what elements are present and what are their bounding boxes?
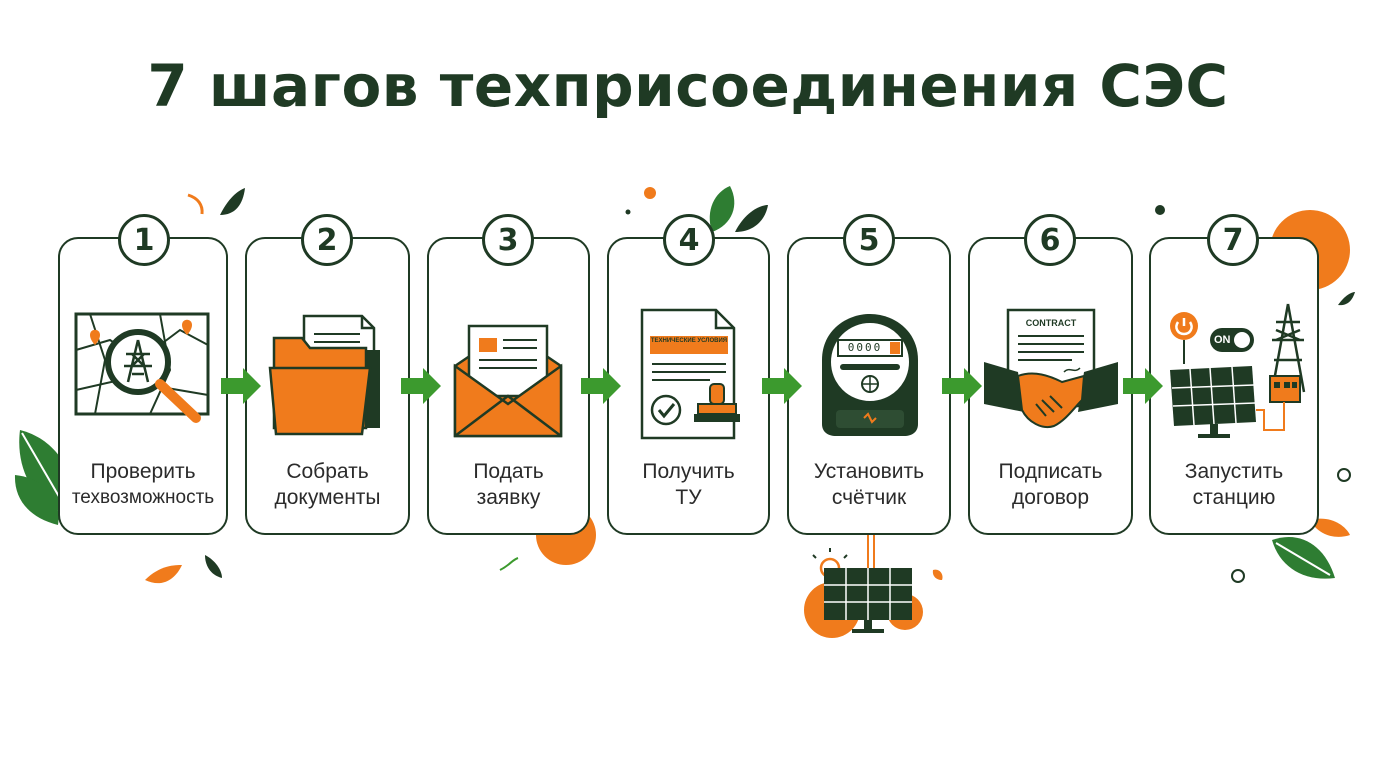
step-label-line1: Собрать [286,460,369,483]
handshake-contract-icon-wrap: CONTRACT [984,300,1118,450]
solar-station-icon [1170,303,1306,438]
step-label-line2: документы [274,486,381,509]
step-label-7: Запустить станцию [1149,459,1319,511]
handshake-contract-icon [984,308,1118,428]
step-label-6: Подписать договор [968,459,1133,511]
document-stamp-icon-wrap: ТЕХНИЧЕСКИЕ УСЛОВИЯ [630,300,746,450]
solar-panel-icon [804,535,943,638]
step-label-line2: техвозможность [71,487,215,508]
step-label-line1: Подать [473,460,544,483]
solar-station-icon-wrap: ON [1160,300,1310,450]
step-label-line1: Подписать [998,460,1103,483]
envelope-letter-icon [453,324,563,438]
document-stamp-icon [640,308,740,440]
step-label-line2: счётчик [831,486,907,509]
step-label-3: Подать заявку [427,459,590,511]
step-label-line1: Проверить [90,460,196,483]
leaf-icon [145,565,182,584]
step-label-line1: Установить [813,460,925,483]
arrow-icon-2 [401,368,441,404]
arrow-icon-6 [1123,368,1163,404]
arrow-icon-1 [221,368,261,404]
step-label-2: Собрать документы [245,459,410,511]
step-label-5: Установить счётчик [787,459,951,511]
leaf-icon [220,188,245,215]
arrow-icon-3 [581,368,621,404]
step-label-4: Получить ТУ [607,459,770,511]
page-title: 7 шагов техприсоединения СЭС [147,52,1229,120]
contract-label: CONTRACT [1025,318,1077,328]
leaf-icon [205,555,222,578]
step-label-line2: ТУ [675,486,702,509]
step-number-3: 3 [482,214,534,266]
leaf-icon [1272,536,1335,579]
step-number-5: 5 [843,214,895,266]
step-label-line2: договор [1011,486,1090,509]
step-number-6: 6 [1024,214,1076,266]
step-number-2: 2 [301,214,353,266]
electric-meter-icon-wrap: 0000 [812,300,928,450]
step-label-1: Проверить техвозможность [58,459,228,511]
arrow-icon-5 [942,368,982,404]
folder-documents-icon [268,314,380,436]
step-label-line2: станцию [1192,486,1276,509]
switch-label: ON [1214,334,1231,346]
electric-meter-icon [822,314,918,436]
step-label-line1: Запустить [1184,460,1284,483]
meter-reading: 0000 [847,341,883,354]
step-number-1: 1 [118,214,170,266]
step-label-line1: Получить [642,460,735,483]
arrow-icon-4 [762,368,802,404]
map-search-icon [74,312,210,423]
step-number-4: 4 [663,214,715,266]
step-label-line2: заявку [476,486,541,509]
step-number-7: 7 [1207,214,1259,266]
document-heading: ТЕХНИЧЕСКИЕ УСЛОВИЯ [650,338,728,344]
leaf-icon [709,186,768,232]
